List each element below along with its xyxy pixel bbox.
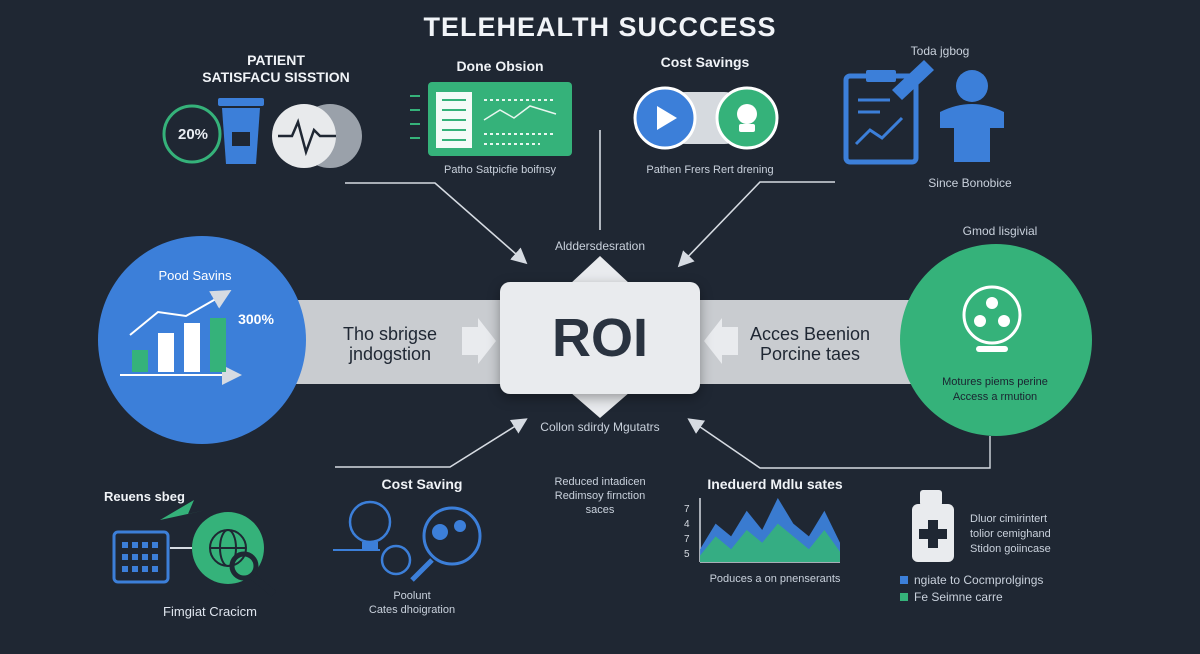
people-network-icon <box>962 285 1022 345</box>
magnifier-network-icon <box>422 506 482 566</box>
percent-ring-icon <box>162 104 222 164</box>
percent-icon <box>380 544 412 576</box>
connector-bottom-left <box>335 418 528 468</box>
legend-swatch-blue <box>900 576 908 584</box>
legend-label-2: Fe Seimne carre <box>914 590 1003 604</box>
cost-caption: Pathen Frers Rert drening <box>646 164 774 176</box>
connector-top-right <box>677 181 835 268</box>
cost-heading: Cost Savings <box>660 54 750 70</box>
left-circle-heading: Pood Savins <box>158 268 232 283</box>
cost-saving-caption1: Poolunt <box>393 590 431 602</box>
right-caption: Since Bonobice <box>928 176 1012 190</box>
reduced-line3: saces <box>585 504 615 516</box>
growth-bar-chart-icon <box>120 290 242 385</box>
chart-y-tick: 7 <box>684 504 690 515</box>
reduced-line1: Reduced intadicen <box>554 476 646 488</box>
refresh-heading: Reuens sbeg <box>104 489 185 504</box>
band-arrow-right <box>704 318 738 364</box>
left-blue-circle <box>98 236 306 444</box>
connector-bottom-right <box>687 418 880 469</box>
right-circle-above: Gmod lisgivial <box>962 224 1038 238</box>
cost-saving-heading: Cost Saving <box>381 476 463 492</box>
chart-y-tick: 4 <box>684 519 690 530</box>
left-circle-stat: 300% <box>238 311 274 327</box>
connector-top-left <box>345 182 528 265</box>
legend-label-1: ngiate to Cocmprolgings <box>914 573 1044 587</box>
right-circle-line2: Access a rmution <box>952 391 1038 403</box>
page-title: TELEHEALTH SUCCCESS <box>423 12 777 42</box>
clipboard-chart-icon <box>843 60 934 165</box>
right-bottom-line1: Dluor cimirintert <box>970 513 1048 525</box>
refresh-caption: Fimgiat Cracicm <box>163 604 257 619</box>
measures-heading: Ineduerd Mdlu sates <box>707 476 843 492</box>
chart-area-series-2 <box>700 523 840 562</box>
roi-top-point <box>570 256 630 284</box>
band-arrow-left <box>462 318 496 364</box>
chart-y-tick: 5 <box>684 549 690 560</box>
measures-caption: Poduces a on pnenserants <box>709 573 841 585</box>
patient-stat: 20% <box>177 126 209 143</box>
legend-item-1: ngiate to Cocmprolgings <box>900 573 1043 587</box>
cost-saving-caption2: Cates dhoigration <box>368 604 456 616</box>
right-bottom-line3: Stidon goiincase <box>970 543 1051 555</box>
left-band-line1: Tho sbrigse <box>342 324 438 344</box>
lightbulb-icon <box>348 500 392 550</box>
done-heading: Done Obsion <box>456 58 544 74</box>
legend-item-2: Fe Seimne carre <box>900 590 1003 604</box>
done-caption: Patho Satpicfie boifnsy <box>444 164 556 176</box>
calendar-icon <box>112 530 170 584</box>
left-band-line2: jndogstion <box>348 344 432 364</box>
trash-bin-icon <box>218 98 264 164</box>
heartbeat-icon <box>278 118 336 157</box>
right-bottom-line2: tolior cemighand <box>970 528 1051 540</box>
right-circle-line1: Motures piems perine <box>942 376 1048 388</box>
patient-heading-line2: SATISFACU SISSTION <box>202 69 350 85</box>
right-band-line1: Acces Beenion <box>749 324 871 344</box>
right-green-circle <box>900 244 1092 436</box>
roi-bottom-point <box>570 392 630 418</box>
right-heading: Toda jgbog <box>910 44 970 58</box>
person-icon <box>940 70 1004 162</box>
legend-swatch-green <box>900 593 908 601</box>
roi-label-bottom: Collon sdirdy Mgutatrs <box>540 420 660 434</box>
patient-heading-line1: PATIENT <box>247 52 305 68</box>
reduced-line2: Redimsoy firnction <box>554 490 646 502</box>
medicine-bottle-icon <box>912 490 954 562</box>
chart-y-tick: 7 <box>684 534 690 545</box>
roi-label-top: Alddersdesration <box>554 239 646 253</box>
roi-box: ROI <box>500 282 700 394</box>
connector-right-circle <box>880 436 991 469</box>
right-band-line2: Porcine taes <box>759 344 861 364</box>
